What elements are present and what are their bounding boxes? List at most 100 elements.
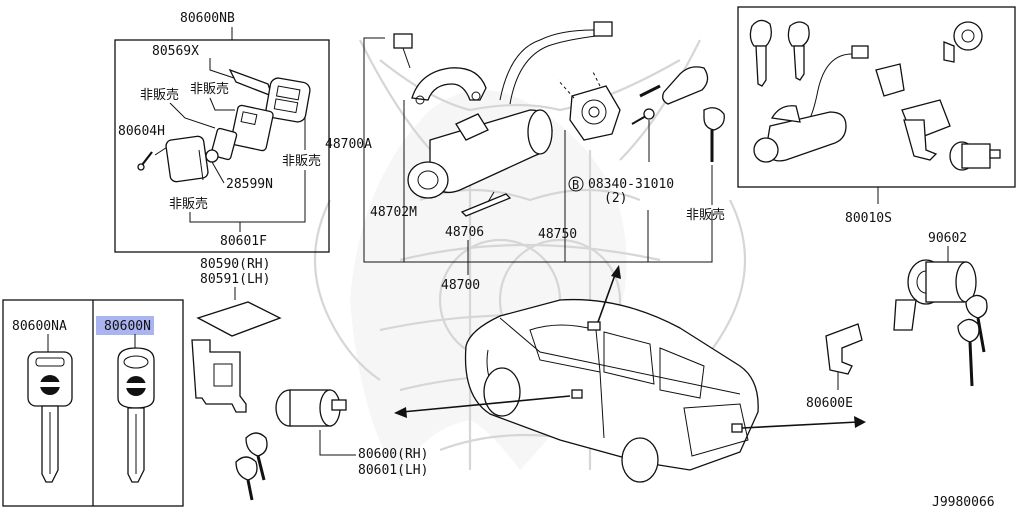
harness-connector-left [393,33,413,49]
leader-nfs2 [209,97,235,111]
label-90602: 90602 [928,231,967,246]
door-lock-key-2-blade [246,479,254,501]
screw-head [137,163,145,171]
leader-80600-rh [319,430,356,456]
vehicle-beltline [499,317,741,395]
diagram-id: J9980066 [932,495,995,510]
battery-28599N [205,149,219,163]
label-80600NA: 80600NA [12,319,67,334]
door-lock-lever [331,399,347,411]
kit-glove-lock-keyway [961,29,975,43]
steering-lock-clamp [411,67,487,101]
kit-steering-lock-clamp [770,105,801,123]
harness-wire-right-2 [509,35,597,105]
remote-circuit-board [230,104,274,152]
label-80600N: 80600N [104,319,151,334]
leader-80601F [189,170,306,223]
kit-80010S-group: 80010S [737,6,1016,226]
vehicle-door-lock-spot [571,389,583,399]
remote-key-head [265,77,311,123]
kit-80600NB-frame [114,39,330,253]
kit-clip-2 [903,119,938,161]
tailgate-key-1-head [965,294,988,319]
vehicle-front-window [529,324,601,373]
label-28599N: 28599N [226,177,273,192]
key-80600N-ring-hole [123,355,149,369]
part-48706-tab [487,191,495,203]
tailgate-key-2-blade [968,341,974,387]
arrow-tailgate-line [741,421,859,429]
bracket-80600E-group: 80600E [806,323,863,411]
steering-lock-top-block [455,113,489,141]
vehicle-rear-window [603,331,655,385]
battery-holder [210,127,238,161]
steering-lock-barrel [407,161,449,199]
ignition-key-2-head [703,107,725,131]
label-80010S: 80010S [845,211,892,226]
leader-80569X [209,58,241,81]
callout-arrows [394,265,866,429]
ignition-key-1-blade [639,84,661,98]
clamp-bolt-hole-right [471,91,481,101]
kit-key-1-head [749,19,772,47]
label-80591-lh: 80591(LH) [200,272,270,287]
highlight-80600N [96,316,154,335]
tailgate-lock-group: 90602 [893,231,988,387]
label-not-for-sale-3: 非販売 [282,153,321,169]
bolt-08340-1 [631,115,647,125]
label-80601F: 80601F [220,234,267,249]
vehicle-tailgate-lock-spot [731,423,743,433]
remote-chip [240,111,258,126]
label-80604H: 80604H [118,124,165,139]
arrow-ignition-line [597,271,617,323]
vehicle-tailgate [683,403,749,457]
key-80600NA-slot [35,357,65,367]
harness-wire-left [402,47,411,69]
clamp-bolt-hole-left [415,95,425,105]
label-not-for-sale-1: 非販売 [140,87,179,103]
label-80601-lh: 80601(LH) [358,463,428,478]
screw-80604H [141,151,153,166]
remote-button-upper [275,85,301,101]
part-48706-pin [460,193,512,217]
kit-80010S-frame [737,6,1016,188]
label-80600-rh: 80600(RH) [358,447,428,462]
remote-key-blade [228,68,274,98]
label-80600E: 80600E [806,396,853,411]
steering-lock-end [527,109,553,155]
label-80569X: 80569X [152,44,199,59]
door-lock-key-1-head [245,432,268,457]
kit-glove-lock-face [953,21,983,51]
ignition-switch-48750 [569,85,621,141]
bolt-08340-head [643,108,655,120]
ignition-switch-dash [557,69,601,99]
vehicle-rear-wheel [621,437,659,483]
kit-trunk-lock-body [961,143,991,169]
key-80600NA-emblem-bar [40,382,60,387]
key-blanks-group: 80600NA 80600N [2,299,184,507]
label-80600NB: 80600NB [180,11,235,26]
bolt-mark-circle [568,176,584,192]
harness-wire-right [499,29,595,101]
kit-trunk-lock-lever [989,149,1001,159]
door-lock-key-2-head [235,456,258,481]
label-bolt-qty: (2) [604,191,627,206]
door-lock-retainer-window [213,363,233,387]
ignition-key-1 [662,66,709,105]
label-48700A: 48700A [325,137,372,152]
vehicle-quarter-window [659,347,705,399]
vehicle-ignition-spot [587,321,601,331]
steering-lock-group: 48700A 48702M 48706 48750 48700 [325,21,725,293]
vehicle-door-seam [599,371,605,439]
label-48706: 48706 [445,225,484,240]
kit-key-2-blade [793,45,805,81]
bracket-80600E [825,323,863,375]
arrow-ignition-head [611,265,621,279]
harness-connector-right [593,21,613,37]
door-lock-group: 80590(RH) 80591(LH) 80600(RH) 80601(LH) [191,257,428,501]
tailgate-key-1-blade [976,317,986,353]
kit-wire [809,53,853,119]
kit-clip-1 [875,63,905,97]
